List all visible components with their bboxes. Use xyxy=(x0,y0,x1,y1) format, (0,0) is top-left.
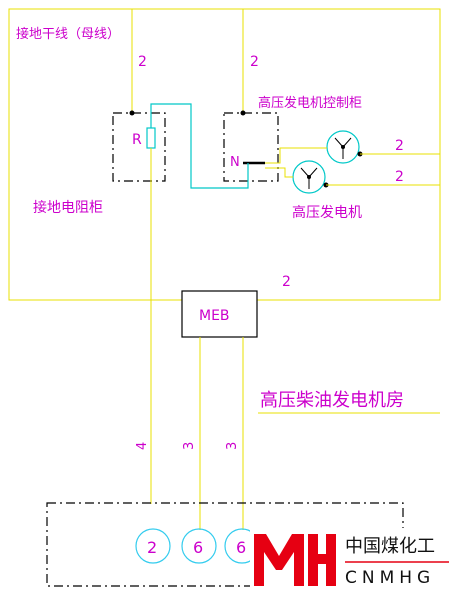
room-title: 高压柴油发电机房 xyxy=(260,390,404,411)
grounding-resistor-cabinet xyxy=(112,112,166,182)
wire-number-control-cabinet: 2 xyxy=(250,54,259,70)
generator-label: 高压发电机 xyxy=(292,204,362,221)
resistor-label: R xyxy=(132,132,142,148)
generator-lower xyxy=(292,160,329,194)
resistor-symbol xyxy=(146,127,156,149)
wire-number-ground-bus: 2 xyxy=(138,54,147,70)
cnmhg-logo: 中国煤化工 CNMHG xyxy=(250,528,450,590)
control-cabinet-terminal xyxy=(240,110,246,116)
generator-upper xyxy=(326,130,363,164)
terminal-2-label: 6 xyxy=(193,538,203,557)
wire-number-generator-upper: 2 xyxy=(395,138,404,154)
terminal-1 xyxy=(135,528,171,564)
meb-label: MEB xyxy=(199,308,230,324)
meb-box xyxy=(181,290,258,338)
wire-number-resistor-down: 4 xyxy=(135,442,150,450)
ground-bus-label: 接地干线（母线） xyxy=(16,26,120,42)
wire-number-room-bottom: 2 xyxy=(282,274,291,290)
neutral-to-resistor-wire xyxy=(150,103,249,189)
terminal-1-label: 2 xyxy=(147,538,157,557)
logo-mark xyxy=(254,534,304,586)
grounding-electrode-enclosure xyxy=(46,502,404,587)
wire-number-meb-left: 3 xyxy=(182,442,197,450)
generator-neutral-wire-upper xyxy=(265,147,327,164)
wire-number-meb-right: 3 xyxy=(225,442,240,450)
wire-number-generator-lower: 2 xyxy=(395,169,404,185)
resistor-cabinet-terminal xyxy=(129,110,135,116)
logo-english-name: CNMHG xyxy=(345,568,435,588)
neutral-label: N xyxy=(230,155,240,170)
resistor-cabinet-label: 接地电阻柜 xyxy=(33,199,103,216)
terminal-3-label: 6 xyxy=(236,538,246,557)
terminal-2 xyxy=(181,528,217,564)
logo-chinese-name: 中国煤化工 xyxy=(345,536,435,557)
generator-neutral-wire-lower xyxy=(265,167,293,178)
control-cabinet-label: 高压发电机控制柜 xyxy=(258,95,362,111)
generator-control-cabinet xyxy=(223,112,279,182)
